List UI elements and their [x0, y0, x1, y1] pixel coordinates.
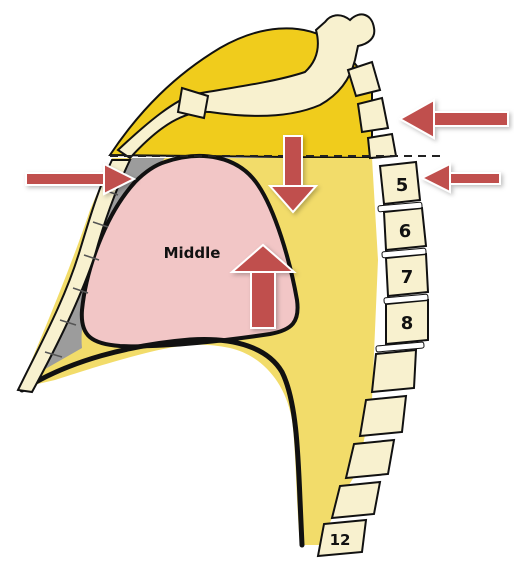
vertebra	[346, 440, 394, 478]
vertebra	[332, 482, 380, 518]
vertebra-label-5: 5	[396, 175, 409, 196]
middle-mediastinum-label: Middle	[164, 244, 221, 262]
vertebra-label-7: 7	[401, 267, 414, 288]
vertebra	[372, 350, 416, 392]
vertebra	[358, 98, 388, 132]
vertebra-label-12: 12	[330, 531, 351, 549]
arrow-left-icon	[422, 164, 500, 192]
vertebra-label-8: 8	[401, 313, 414, 334]
vertebra	[360, 396, 406, 436]
diaphragm	[22, 340, 302, 545]
vertebra-label-6: 6	[399, 221, 412, 242]
vertebra	[368, 134, 396, 158]
arrow-left-icon	[400, 100, 508, 138]
